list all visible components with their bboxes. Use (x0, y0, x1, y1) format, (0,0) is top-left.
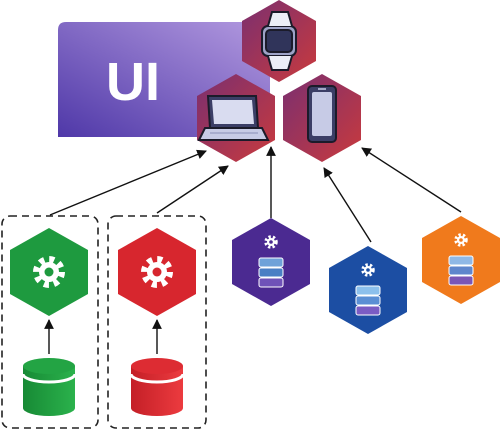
gear-icon (264, 235, 278, 249)
database-icon-red (129, 358, 185, 416)
arrow-orange-to-phone (361, 147, 462, 213)
ui-label: UI (106, 52, 160, 112)
database-icon-green (21, 358, 77, 416)
arrows (44, 146, 462, 354)
watch-icon (261, 11, 297, 71)
gear-icon (141, 256, 173, 288)
arrow-red-to-laptop (156, 165, 229, 214)
group-box-red (107, 215, 207, 429)
service-hex-green (10, 228, 88, 316)
arrow-green-to-laptop (49, 149, 207, 216)
service-hex-red (118, 228, 196, 316)
service-hex-orange (422, 216, 500, 304)
server-stack-icon (448, 255, 474, 286)
group-box-green (1, 215, 99, 429)
server-stack-icon (355, 285, 381, 316)
device-hex-phone (283, 74, 361, 162)
service-hex-blue (329, 246, 407, 334)
gear-icon (454, 233, 468, 247)
arrow-blue-to-phone (323, 167, 372, 243)
service-hex-purple (232, 218, 310, 306)
device-hex-laptop (197, 74, 275, 162)
server-stack-icon (258, 257, 284, 288)
phone-icon (307, 85, 337, 143)
laptop-icon (197, 95, 270, 141)
device-hex-smartwatch (242, 0, 316, 82)
gear-icon (361, 263, 375, 277)
gear-icon (33, 256, 65, 288)
